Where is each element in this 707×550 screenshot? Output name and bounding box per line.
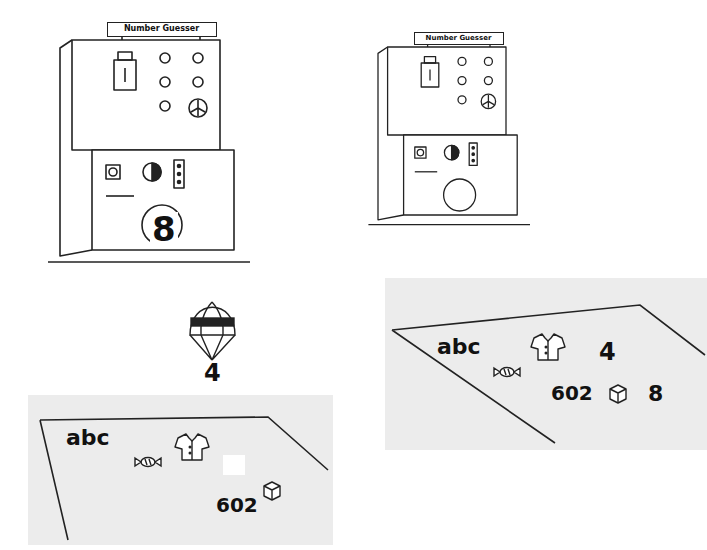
parachute-number: 4 [204,361,221,385]
tray-outline [28,395,333,545]
number-item: 8 [648,383,663,405]
letters-item: abc [66,427,110,449]
item-tray: abc 4 602 8 [385,278,707,450]
machine-sign: Number Guesser [107,22,217,37]
number-item: 602 [551,383,593,403]
number-item: 602 [216,495,258,515]
letters-item: abc [437,336,481,358]
number-item: 4 [599,340,616,364]
sign-text: Number Guesser [124,25,199,33]
tray-outline [385,278,707,450]
machine-sign: Number Guesser [414,32,504,45]
tray-edge [40,417,328,540]
item-tray: abc 602 [28,395,333,545]
output-number: 8 [150,212,178,246]
tray-edge [392,305,705,443]
sign-text: Number Guesser [426,35,492,42]
